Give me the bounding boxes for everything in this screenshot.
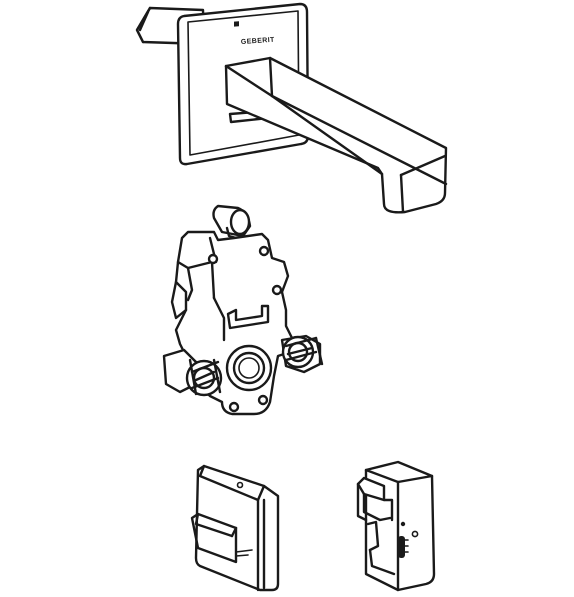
electronics-box	[190, 464, 280, 592]
left-connector	[162, 348, 223, 397]
geberit-logo: GEBERIT	[234, 21, 275, 46]
brand-logo-text: GEBERIT	[241, 37, 276, 46]
top-connector	[212, 204, 252, 240]
central-port	[225, 344, 273, 392]
spout-arm	[224, 56, 448, 214]
functional-unit	[162, 204, 324, 416]
control-module	[356, 460, 436, 592]
mounting-clip	[226, 304, 270, 330]
right-connector	[280, 334, 324, 374]
spout-assembly: GEBERIT	[135, 2, 448, 214]
